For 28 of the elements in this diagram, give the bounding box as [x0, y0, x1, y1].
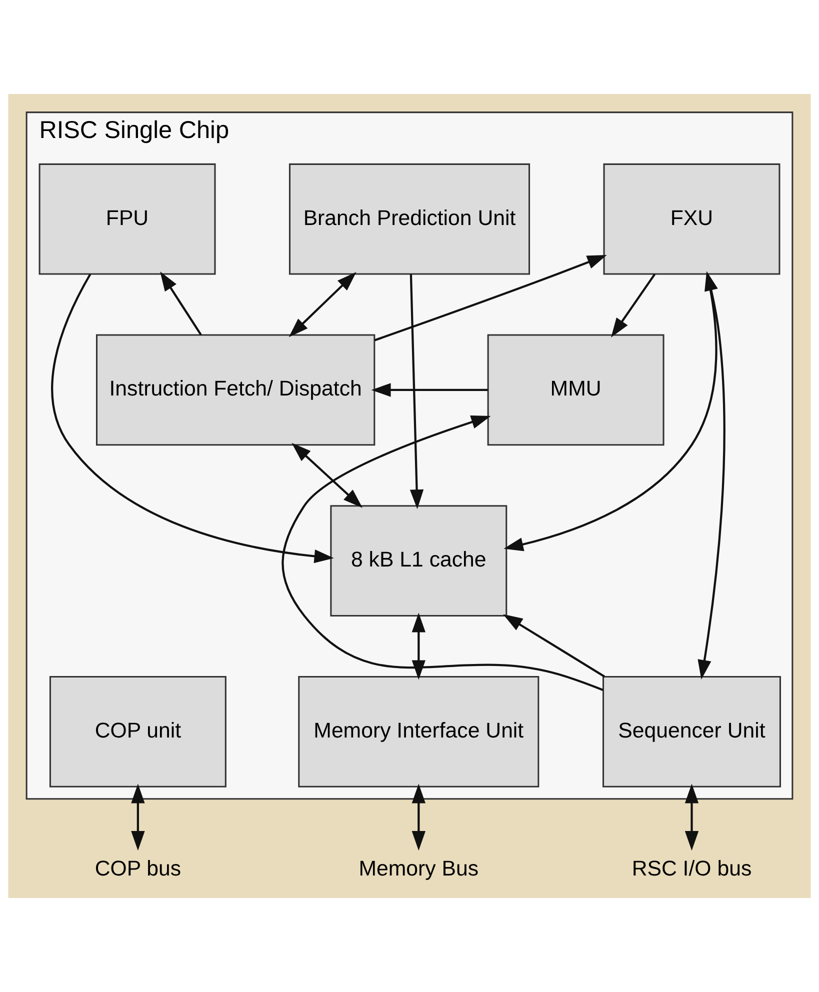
- node-text: Memory Bus: [358, 856, 479, 880]
- node-box: FPU: [38, 163, 216, 275]
- arrow: [410, 274, 424, 510]
- node-text: RSC I/O bus: [632, 856, 752, 880]
- arrow: [374, 254, 607, 342]
- node-box: Sequencer Unit: [602, 676, 781, 788]
- node-box: 8 kB L1 cache: [330, 505, 508, 617]
- arrow: [412, 784, 426, 851]
- arrow: [288, 272, 356, 338]
- arrow: [684, 784, 699, 851]
- arrow: [503, 614, 606, 678]
- arrow: [412, 612, 426, 680]
- arrow: [698, 271, 726, 680]
- node-box: Memory Interface Unit: [298, 676, 540, 788]
- node-text: COP bus: [94, 856, 182, 880]
- node-box: Branch Prediction Unit: [288, 163, 530, 275]
- arrow: [611, 274, 656, 338]
- node-box: MMU: [487, 334, 664, 446]
- node-box: FXU: [603, 163, 780, 275]
- arrow: [292, 442, 363, 508]
- arrow: [51, 274, 334, 564]
- node-box: Instruction Fetch/ Dispatch: [96, 334, 376, 446]
- arrow: [160, 271, 202, 336]
- node-box: COP unit: [49, 676, 226, 788]
- arrow: [504, 274, 718, 552]
- arrow: [131, 784, 145, 851]
- arrow: [371, 383, 488, 397]
- arrow: [282, 415, 604, 692]
